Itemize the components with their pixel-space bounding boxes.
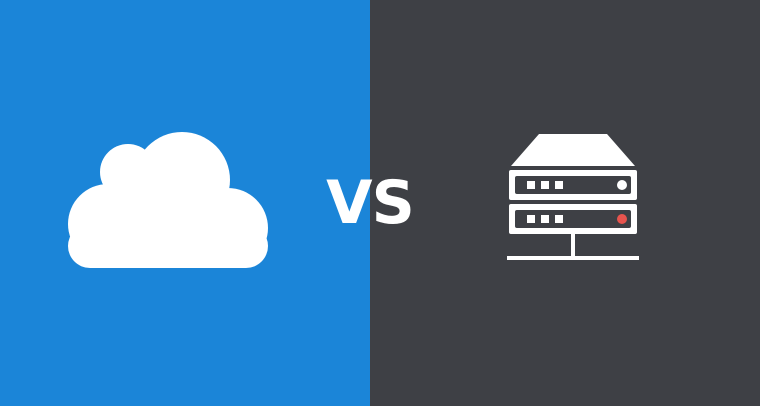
server-icon (507, 134, 639, 260)
server-drive-bottom (509, 204, 637, 234)
server-status-light (617, 214, 627, 224)
right-panel-server (370, 0, 760, 406)
versus-label: VS (326, 168, 415, 238)
server-rack-roof (511, 134, 635, 166)
server-network-stand (507, 234, 639, 260)
server-drive-top (509, 170, 637, 200)
cloud-icon (68, 132, 268, 268)
